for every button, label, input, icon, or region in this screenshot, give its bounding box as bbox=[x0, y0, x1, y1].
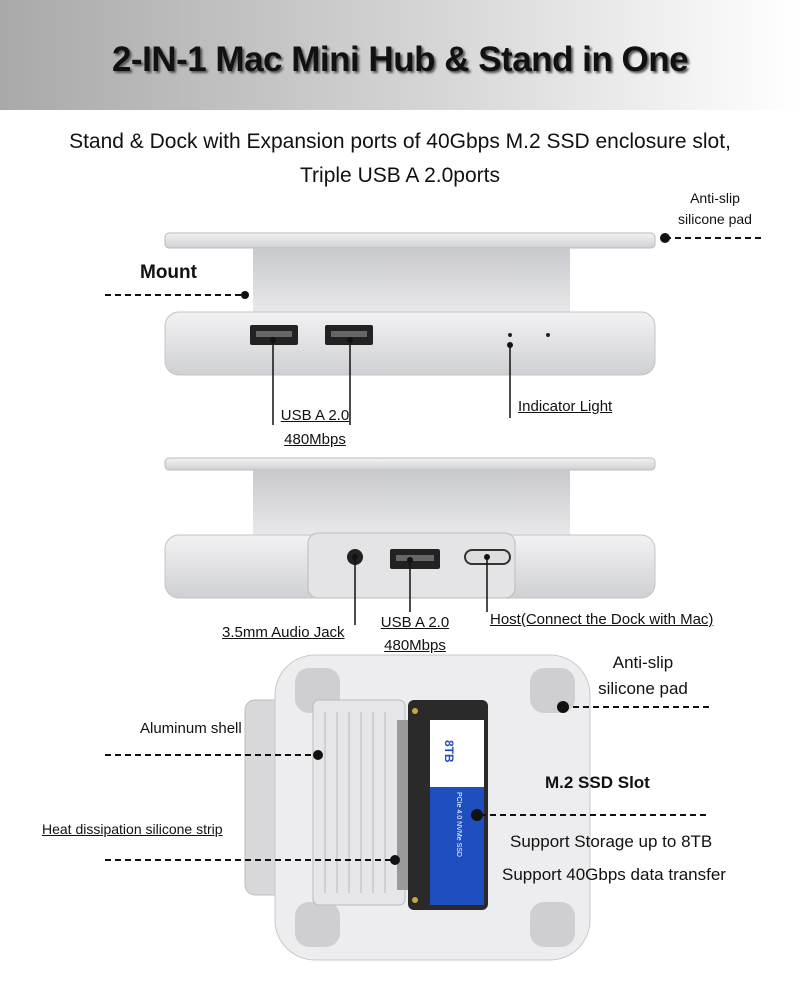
transfer-spec: Support 40Gbps data transfer bbox=[502, 865, 726, 884]
bottom-leaders bbox=[105, 706, 710, 861]
back-leaders bbox=[354, 557, 488, 625]
indicator-light-label: Indicator Light bbox=[518, 398, 613, 415]
silicone-strip bbox=[397, 720, 411, 890]
mount-label: Mount bbox=[140, 262, 197, 283]
storage-spec: Support Storage up to 8TB bbox=[510, 832, 713, 851]
page-title: 2-IN-1 Mac Mini Hub & Stand in One bbox=[111, 40, 689, 79]
audio-jack-label: 3.5mm Audio Jack bbox=[222, 624, 345, 641]
ssd-type-label: PCIe 4.0 NVMe SSD bbox=[455, 792, 462, 857]
subtitle-line-2: Triple USB A 2.0ports bbox=[300, 164, 500, 187]
aluminum-shell bbox=[312, 699, 406, 906]
bottom-view-device bbox=[244, 654, 591, 961]
ssd-capacity-label: 8TB bbox=[442, 740, 456, 763]
header-banner: 2-IN-1 Mac Mini Hub & Stand in One bbox=[0, 0, 800, 110]
indicator-light bbox=[508, 333, 512, 337]
aluminum-shell-label: Aluminum shell bbox=[140, 720, 242, 737]
heat-strip-label: Heat dissipation silicone strip bbox=[42, 821, 223, 837]
front-view-device bbox=[164, 232, 656, 376]
ssd-slot-label: M.2 SSD Slot bbox=[545, 773, 650, 792]
front-leaders bbox=[105, 237, 765, 425]
host-port-label: Host(Connect the Dock with Mac) bbox=[490, 611, 714, 628]
subtitle-line-1: Stand & Dock with Expansion ports of 40G… bbox=[69, 130, 731, 153]
